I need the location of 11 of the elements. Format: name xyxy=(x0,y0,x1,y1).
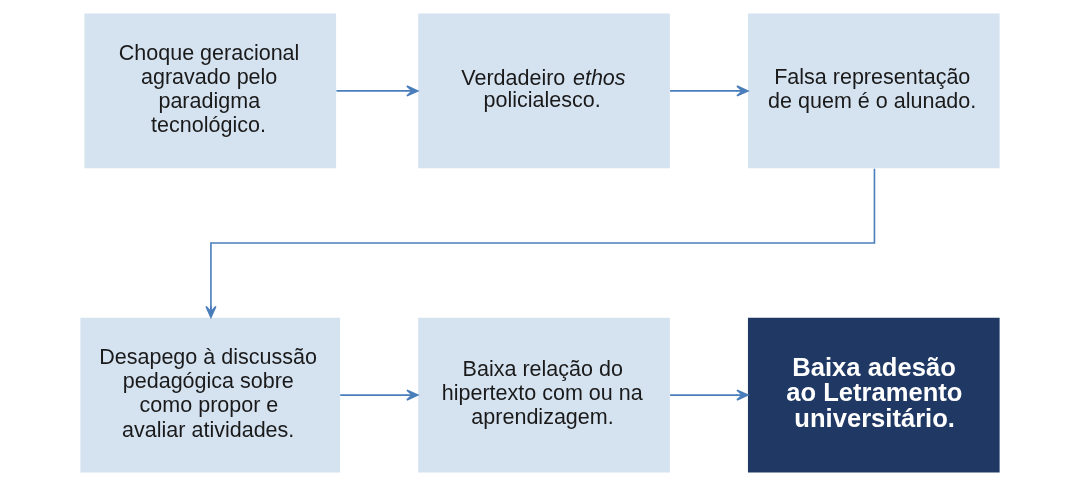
node-box: Desapego à discussão pedagógica sobre como propor e avaliar atividades. xyxy=(79,317,340,473)
node-box: Baixa adesão ao Letramento universitário. xyxy=(747,317,1000,473)
arrow xyxy=(338,389,418,401)
arrow xyxy=(668,389,749,401)
node-box: Falsa representação de quem é o alunado. xyxy=(747,13,1000,169)
node-box: Choque geracional agravado pelo paradigma tecnológico. xyxy=(83,13,336,169)
node-box: Baixa relação do hipertexto com ou na aprendizagem. xyxy=(417,317,670,473)
node-box: Verdadeiro ethos policialesco. xyxy=(417,13,670,169)
arrow xyxy=(335,85,418,97)
arrow xyxy=(204,167,875,319)
arrow xyxy=(668,85,749,97)
